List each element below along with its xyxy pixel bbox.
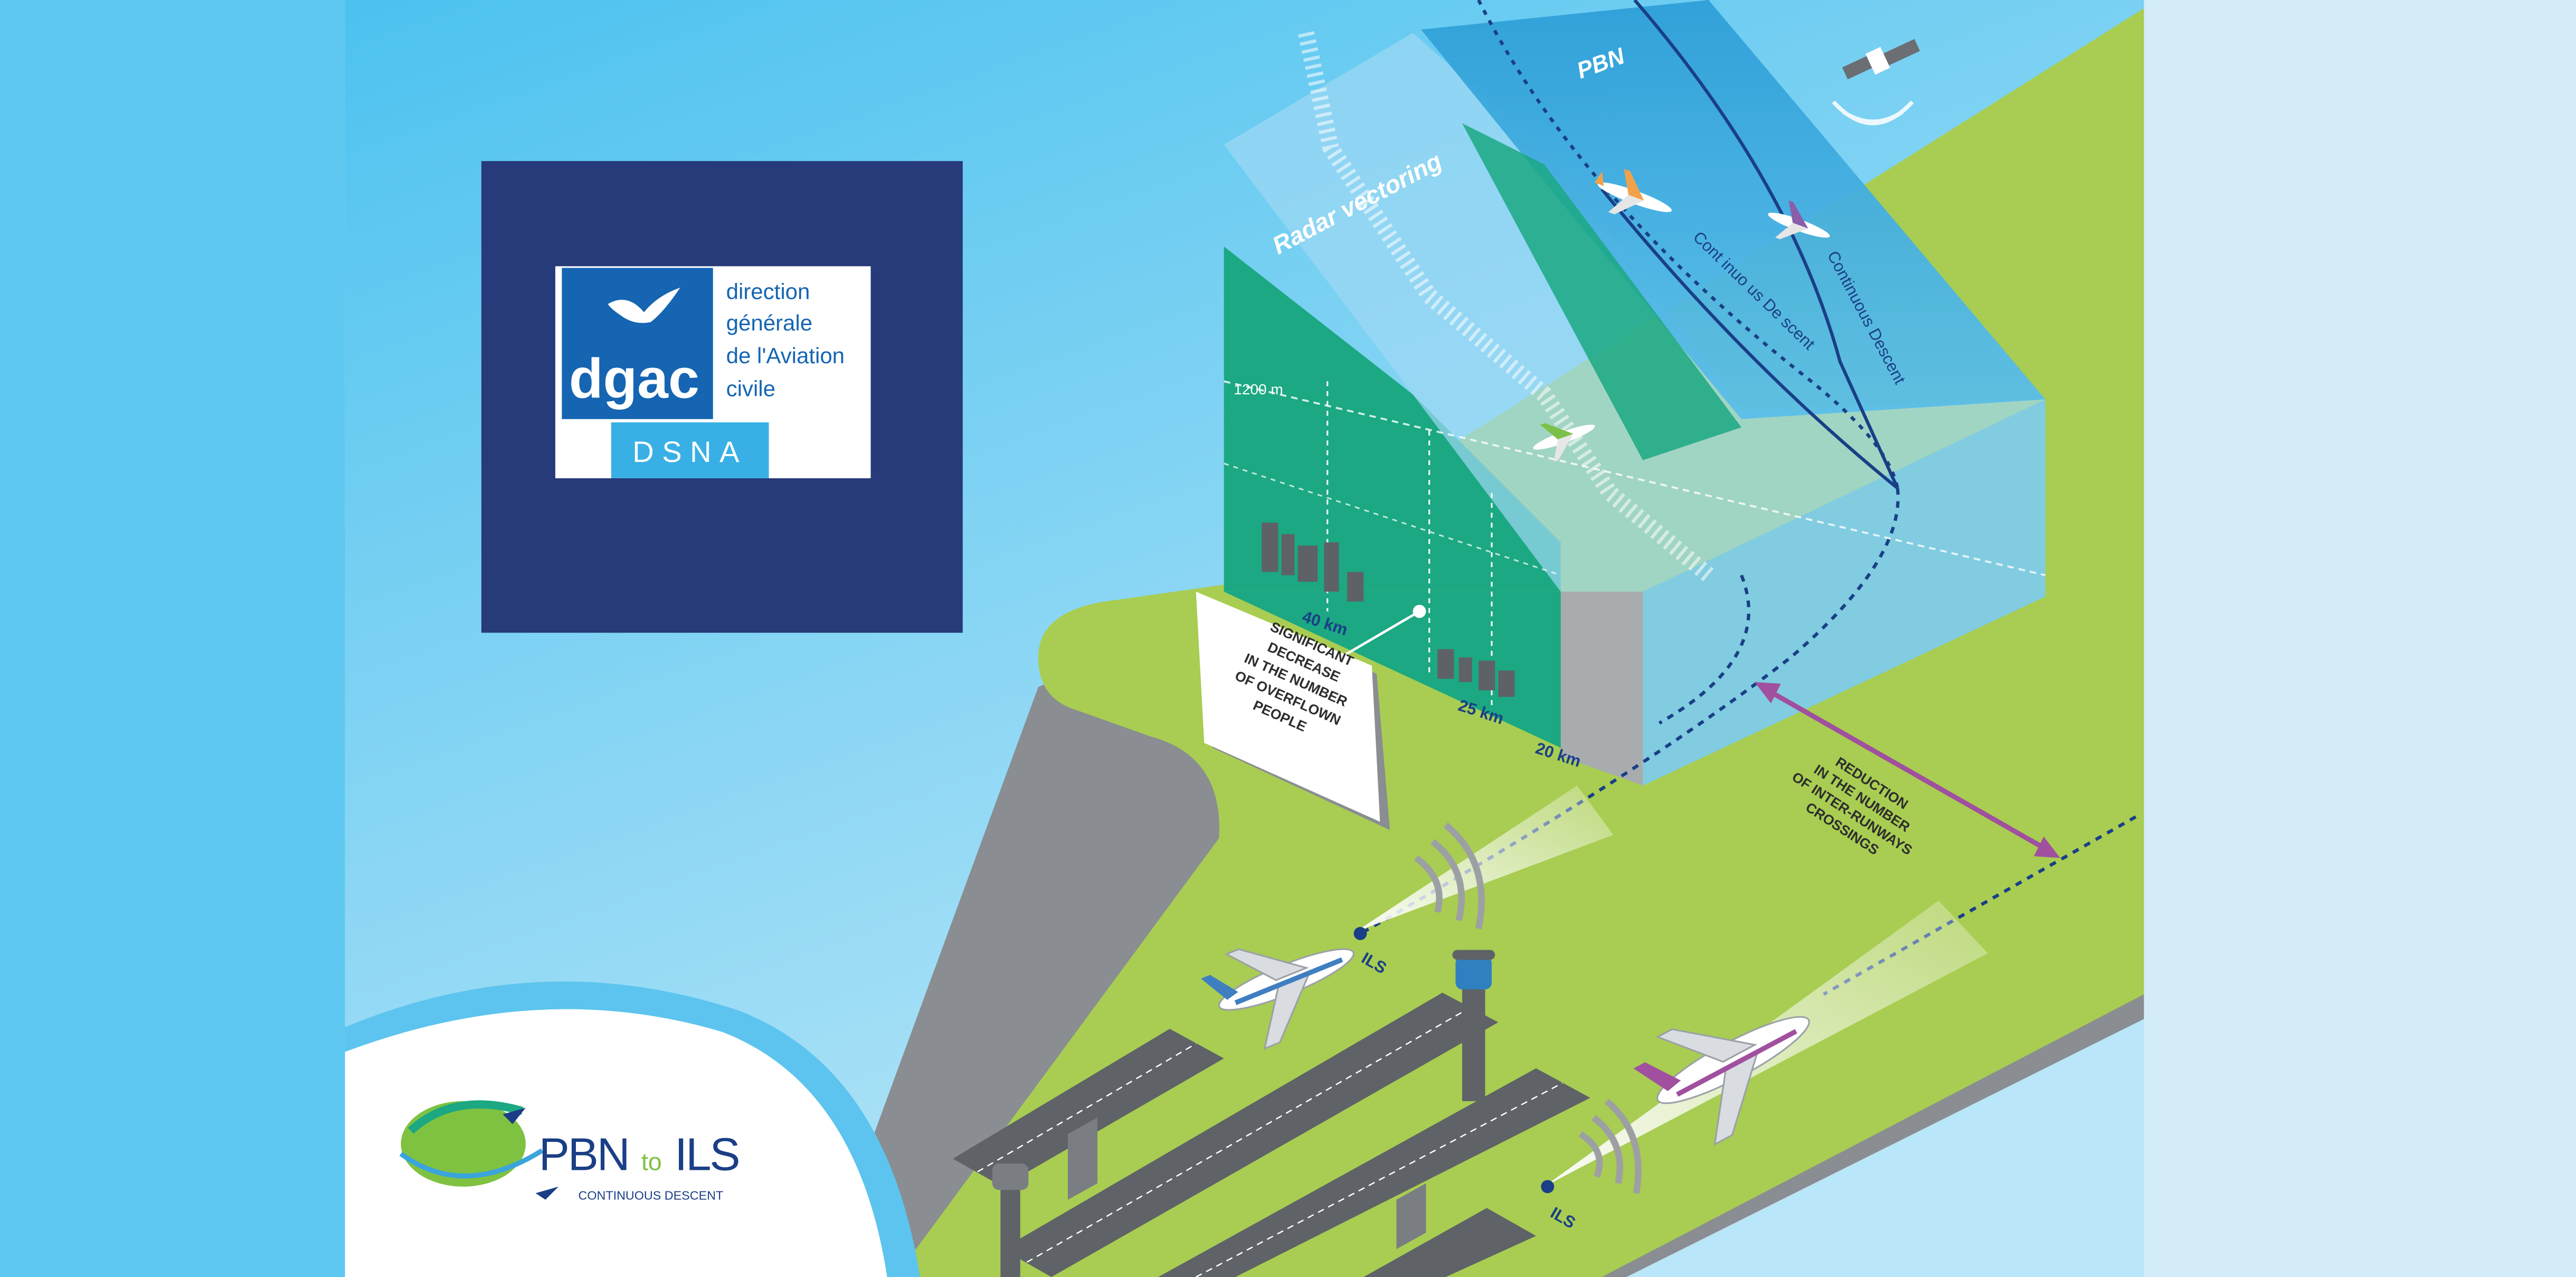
dsna-wordmark: DSNA <box>632 435 747 468</box>
airplane-icon <box>1768 200 1830 240</box>
control-tower-icon <box>1452 950 1495 1101</box>
dgac-name-line: direction <box>726 279 810 304</box>
ils-word: ILS <box>675 1129 738 1180</box>
ils-antenna-dot-2 <box>1541 1180 1555 1194</box>
runways <box>953 992 1590 1277</box>
city-skyline <box>1262 523 1515 697</box>
radar-vectoring-track <box>1298 31 1714 582</box>
airplane-icon <box>1533 423 1595 462</box>
control-tower-icon <box>992 1164 1029 1277</box>
ils-beam-1 <box>1355 786 1614 932</box>
dgac-name-line: civile <box>726 376 775 401</box>
bird-icon <box>608 287 680 323</box>
altitude-label: 1200 m <box>1234 381 1283 398</box>
pbn-word: PBN <box>539 1129 629 1180</box>
dgac-logo: dgac direction générale de l'Aviation ci… <box>481 161 963 633</box>
ils-signal-icon-1 <box>1414 822 1485 930</box>
left-edge-band <box>0 0 345 1277</box>
runway-separation-arrow <box>1754 682 2060 858</box>
dgac-name-line: générale <box>726 310 813 335</box>
pbn-to-ils-badge: PBN to ILS CONTINUOUS DESCENT <box>345 981 920 1277</box>
airplane-icon <box>1633 1016 1810 1146</box>
right-edge-band <box>2144 0 2576 1277</box>
badge-tagline: CONTINUOUS DESCENT <box>579 1189 724 1203</box>
ils-antenna-dot-1 <box>1353 926 1367 940</box>
satellite-icon <box>1832 39 1920 126</box>
dgac-wordmark: dgac <box>569 347 699 410</box>
pbn-to-ils-wordmark: PBN to ILS <box>539 1129 739 1180</box>
ils-signal-icon-2 <box>1578 1099 1642 1194</box>
pbn-to-ils-emblem-icon <box>399 1100 559 1200</box>
airplane-icon <box>1594 168 1672 215</box>
dgac-name-line: de l'Aviation <box>726 343 845 368</box>
to-word: to <box>641 1148 662 1176</box>
airplane-icon <box>1201 948 1355 1050</box>
airspace-box <box>1224 0 2046 786</box>
